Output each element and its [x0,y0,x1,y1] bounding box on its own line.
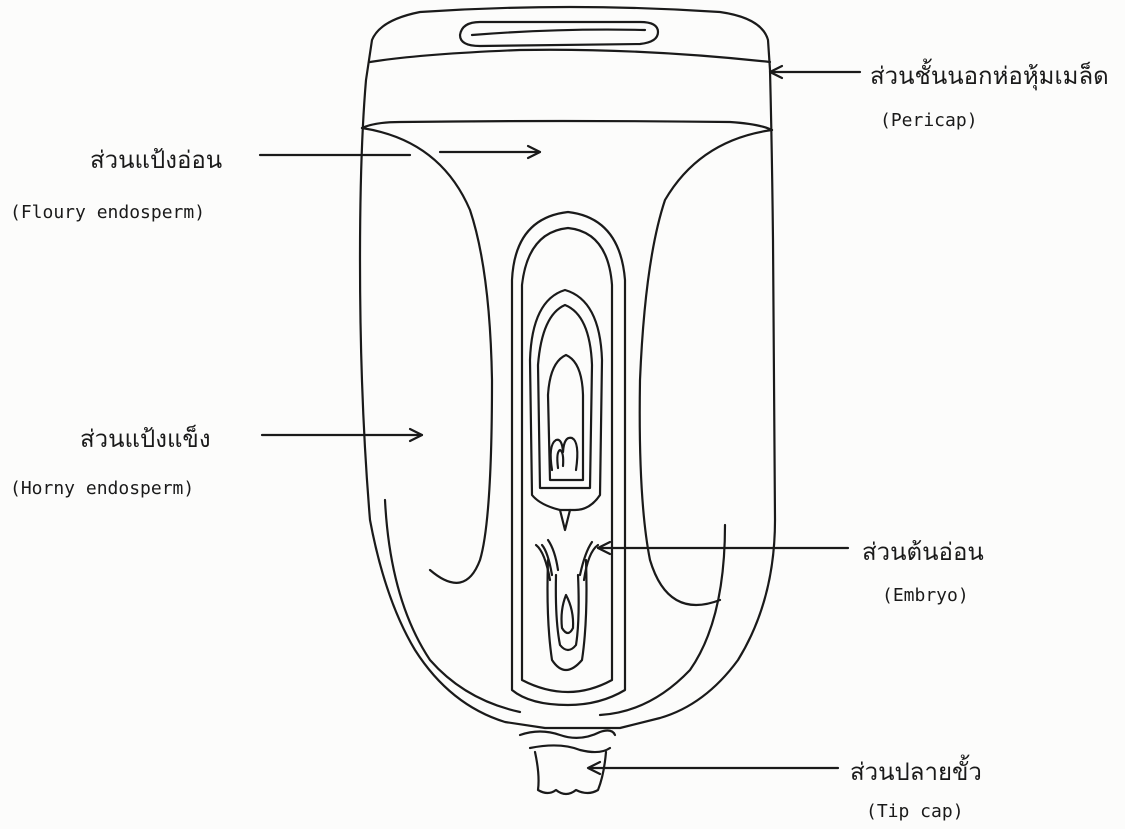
top-pocket-inner [472,30,645,35]
tip-cap-lower-wave [530,745,610,752]
embryo-label-thai: ส่วนต้นอ่อน [862,532,984,571]
right-lower-arc [600,525,725,715]
germ-inner [522,228,612,692]
embryo-fold-inner [557,450,563,468]
floury-label-english: (Floury endosperm) [10,202,205,223]
tip-cap-label-thai: ส่วนปลายขั้ว [850,752,982,791]
radicle-inner [562,595,574,633]
left-horny-boundary [362,128,492,583]
radicle-outer [548,560,587,670]
right-horny-boundary [640,130,772,605]
pericarp-band-line [362,121,772,130]
plumule-tail [560,510,570,530]
tip-cap-body [535,752,606,794]
radicle-right-ticks [580,542,598,580]
germ-outer [512,212,625,705]
pericarp-label-thai: ส่วนชั้นนอกห่อหุ้มเมล็ด [870,56,1109,95]
radicle-mid [556,575,579,650]
left-lower-arc [385,500,520,712]
pericarp-inner-line [370,50,770,62]
horny-label-english: (Horny endosperm) [10,478,194,499]
floury-label-thai: ส่วนแป้งอ่อน [90,140,222,179]
embryo-label-english: (Embryo) [882,585,969,606]
pericarp-label-english: (Pericap) [880,110,978,131]
tip-cap-top-wave [520,731,615,738]
horny-label-thai: ส่วนแป้งแข็ง [80,419,211,458]
tip-cap-label-english: (Tip cap) [866,801,964,822]
